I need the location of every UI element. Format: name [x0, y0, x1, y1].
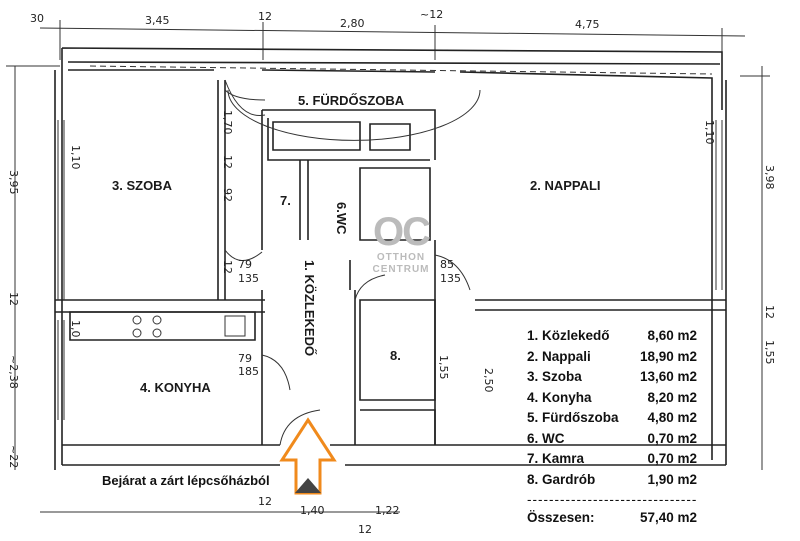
svg-text:4,75: 4,75: [575, 18, 600, 31]
svg-text:1,10: 1,10: [69, 145, 82, 170]
logo-line2: CENTRUM: [372, 264, 430, 275]
dimension-labels: 30 3,45 12 2,80 ~12 4,75 3,95 12 ~2,38 ~…: [7, 8, 776, 536]
svg-text:3,45: 3,45: [145, 14, 170, 27]
entrance-marker-icon: [295, 478, 321, 493]
room-label-szoba: 3. SZOBA: [112, 178, 173, 193]
entrance-label: Bejárat a zárt lépcsőházból: [102, 473, 270, 488]
legend-separator: -------------------------------------: [527, 492, 697, 507]
svg-text:12: 12: [763, 305, 776, 319]
legend-area: 13,60 m2: [639, 369, 697, 384]
legend-area: 8,60 m2: [647, 328, 697, 343]
legend-area: 4,80 m2: [647, 410, 697, 425]
legend-room: 6. WC: [527, 430, 565, 446]
svg-text:3,95: 3,95: [7, 170, 20, 195]
svg-text:~2,38: ~2,38: [7, 355, 20, 389]
svg-text:12: 12: [7, 292, 20, 306]
svg-text:12: 12: [258, 495, 272, 508]
walls: [54, 47, 727, 470]
dimension-lines: [6, 20, 770, 513]
svg-text:135: 135: [238, 272, 259, 285]
svg-text:12: 12: [258, 10, 272, 23]
otthon-centrum-logo: OC OTTHON CENTRUM: [368, 212, 434, 276]
svg-text:2,50: 2,50: [482, 368, 495, 393]
legend-row: 8. Gardrób 1,90 m2: [527, 472, 697, 493]
svg-text:79: 79: [238, 258, 252, 271]
svg-text:1,10: 1,10: [703, 120, 716, 145]
svg-text:1,0: 1,0: [69, 320, 82, 338]
room-label-gardrob: 8.: [390, 348, 401, 363]
svg-text:1,55: 1,55: [763, 340, 776, 365]
area-legend: 1. Közlekedő 8,60 m2 2. Nappali 18,90 m2 3…: [527, 328, 697, 531]
legend-room: 3. Szoba: [527, 369, 582, 384]
room-label-kozlekedo: 1. KÖZLEKEDŐ: [302, 260, 317, 356]
legend-row: 5. Fürdőszoba 4,80 m2: [527, 410, 697, 431]
legend-area: 0,70 m2: [647, 430, 697, 446]
svg-text:3,98: 3,98: [763, 165, 776, 190]
svg-text:~12: ~12: [420, 8, 443, 21]
legend-room: 4. Konyha: [527, 389, 592, 405]
legend-room: 2. Nappali: [527, 348, 591, 364]
svg-text:12: 12: [221, 155, 234, 169]
logo-mark: OC: [373, 210, 431, 254]
svg-text:30: 30: [30, 12, 44, 25]
legend-area: 18,90 m2: [639, 348, 697, 364]
legend-row: 1. Közlekedő 8,60 m2: [527, 328, 697, 349]
legend-room: 8. Gardrób: [527, 471, 596, 487]
legend-room: 5. Fürdőszoba: [527, 410, 619, 425]
logo-line1: OTTHON: [376, 252, 426, 263]
legend-total-row: Összesen: 57,40 m2: [527, 510, 697, 531]
svg-text:12: 12: [221, 260, 234, 274]
legend-row: 6. WC 0,70 m2: [527, 431, 697, 452]
legend-row: 3. Szoba 13,60 m2: [527, 369, 697, 390]
svg-text:~22: ~22: [7, 445, 20, 468]
svg-text:12: 12: [358, 523, 372, 536]
svg-text:135: 135: [440, 272, 461, 285]
room-label-wc: 6.WC: [334, 202, 349, 235]
svg-text:1,22: 1,22: [375, 504, 400, 517]
room-label-kamra: 7.: [280, 193, 291, 208]
legend-row: 2. Nappali 18,90 m2: [527, 349, 697, 370]
legend-area: 0,70 m2: [647, 451, 697, 466]
legend-area: 8,20 m2: [647, 389, 697, 405]
legend-row: 7. Kamra 0,70 m2: [527, 451, 697, 472]
legend-row: 4. Konyha 8,20 m2: [527, 390, 697, 411]
svg-text:2,80: 2,80: [340, 17, 365, 30]
room-label-nappali: 2. NAPPALI: [530, 178, 601, 193]
legend-area: 1,90 m2: [647, 471, 697, 487]
svg-text:79: 79: [238, 352, 252, 365]
legend-room: 7. Kamra: [527, 451, 585, 466]
room-label-konyha: 4. KONYHA: [140, 380, 211, 395]
room-label-furdoszoba: 5. FÜRDŐSZOBA: [298, 93, 405, 108]
svg-text:1,70: 1,70: [221, 110, 234, 135]
svg-text:92: 92: [221, 188, 234, 202]
svg-text:85: 85: [440, 258, 454, 271]
svg-text:1,55: 1,55: [437, 355, 450, 380]
legend-total-value: 57,40 m2: [639, 510, 697, 525]
svg-text:185: 185: [238, 365, 259, 378]
svg-text:1,40: 1,40: [300, 504, 325, 517]
legend-total-label: Összesen:: [527, 510, 595, 525]
legend-room: 1. Közlekedő: [527, 328, 610, 343]
